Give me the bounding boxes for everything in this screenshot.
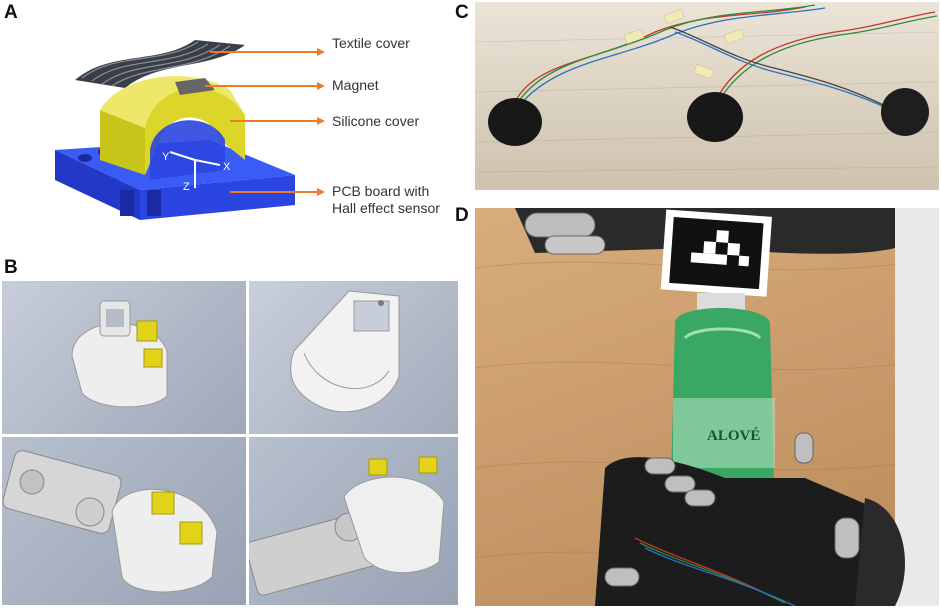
axis-x-label: X (223, 161, 231, 173)
callout-magnet: Magnet (332, 77, 379, 93)
aruco-marker (660, 209, 773, 297)
panel-label-d: D (455, 205, 469, 226)
magnet-illustration (175, 78, 215, 95)
cad-render-4 (249, 437, 458, 605)
axes-indicator (169, 151, 221, 188)
callout-silicone-cover: Silicone cover (332, 113, 420, 129)
cad-render-3 (2, 437, 246, 605)
axis-y-label: Y (162, 151, 170, 163)
axis-z-label: Z (183, 181, 190, 193)
sensor-fingertip-1 (488, 98, 542, 146)
callout-pcb-line1: PCB board with (332, 183, 430, 199)
bottle (670, 293, 775, 518)
sensors-photo (475, 2, 939, 190)
panel-label-c: C (455, 2, 469, 23)
bottle-label: ALOVÉ (707, 427, 760, 444)
sensor-exploded-diagram: Y X Z (55, 40, 325, 220)
callout-textile-cover: Textile cover (332, 35, 410, 51)
callout-pcb-line2: Hall effect sensor (332, 200, 440, 216)
sensor-fingertip-3 (881, 88, 929, 136)
grasp-photo: ALOVÉ (475, 208, 939, 606)
panel-label-a: A (4, 2, 18, 23)
textile-cover-illustration (75, 40, 245, 88)
cad-render-1 (2, 281, 246, 434)
sensor-fingertip-2 (687, 92, 743, 142)
panel-label-b: B (4, 257, 18, 278)
cad-render-2 (249, 281, 458, 434)
